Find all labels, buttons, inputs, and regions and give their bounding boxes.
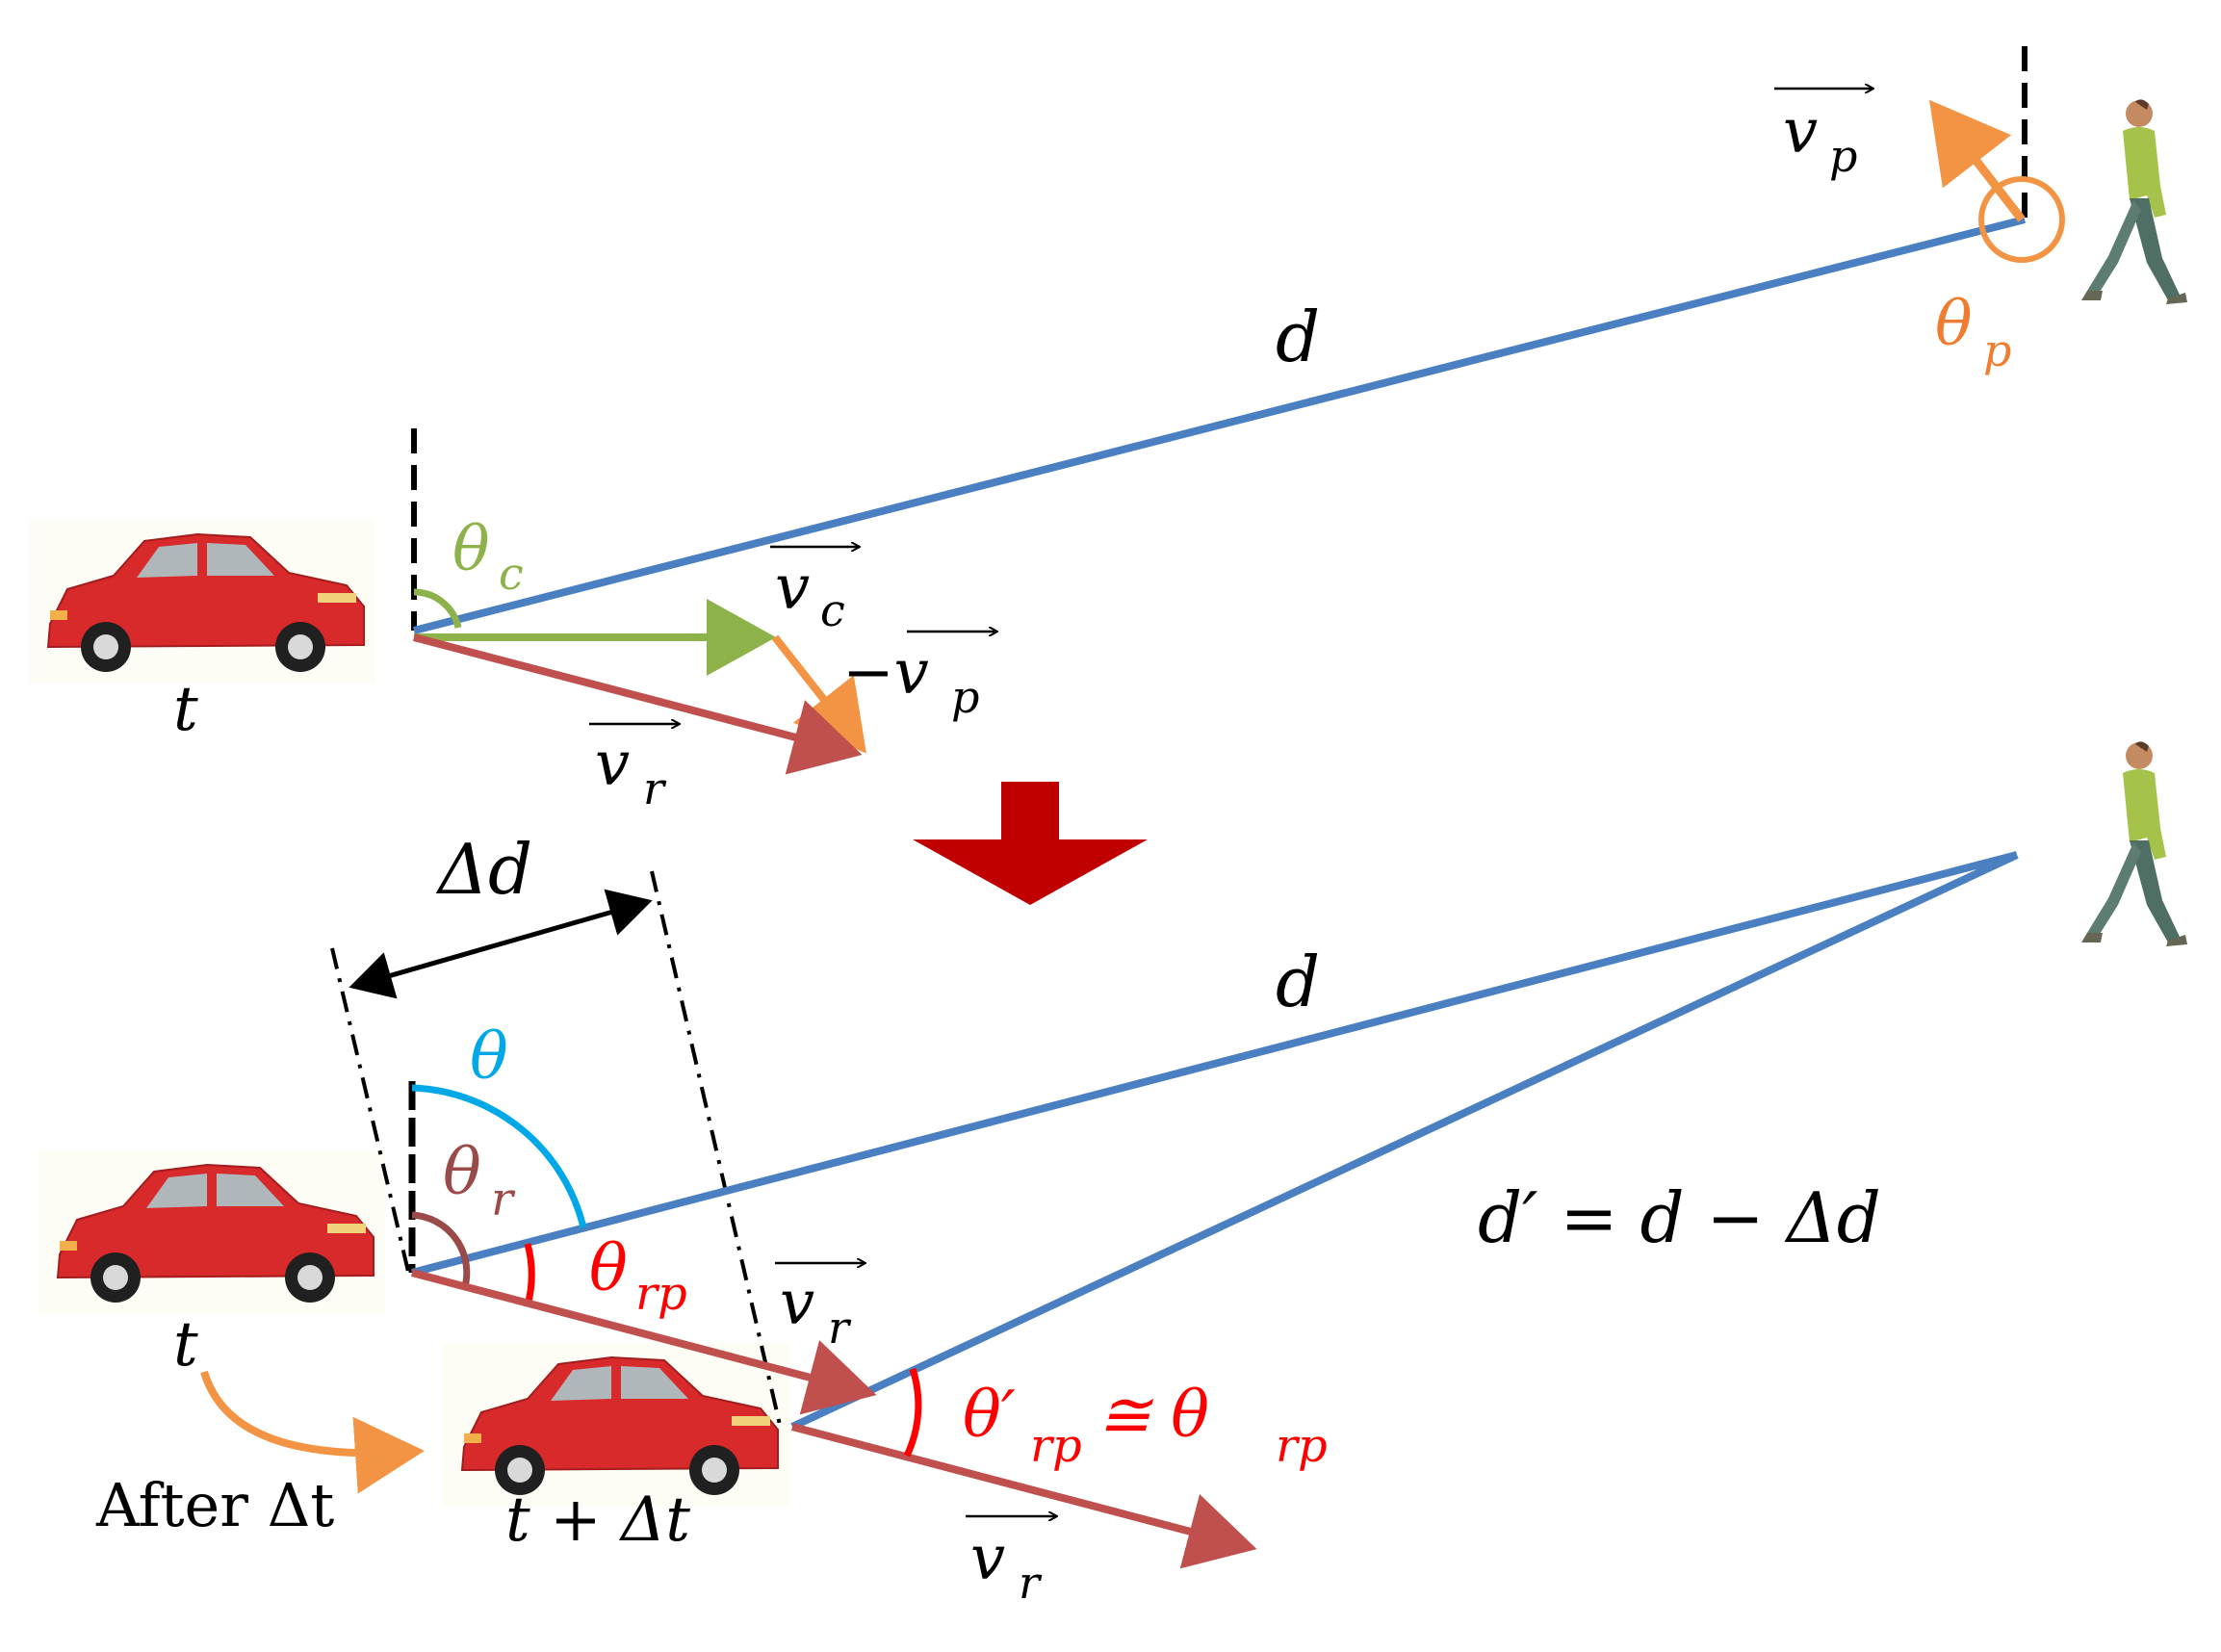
label-theta-rp-prime-approx: θ′ rp ≅ θ rp — [963, 1378, 1328, 1473]
distance-line-d-top — [413, 216, 2026, 634]
relative-velocity-arrow-top — [412, 633, 863, 775]
svg-text:rp: rp — [1030, 1419, 1082, 1473]
svg-text:≅ θ: ≅ θ — [1098, 1378, 1209, 1452]
delta-d-arrow — [349, 889, 653, 999]
label-vc: v c — [770, 547, 859, 636]
svg-text:r: r — [1019, 1557, 1043, 1609]
label-vr-bottom-1: v r — [775, 1263, 865, 1354]
theta-c-angle-arc — [413, 588, 462, 629]
label-theta-c: θ c — [452, 514, 524, 600]
car-top — [28, 519, 376, 684]
time-progress-arrow — [200, 1370, 425, 1494]
boundary-line-right — [650, 870, 782, 1426]
boundary-line-left — [330, 947, 411, 1277]
label-theta-r: θ r — [443, 1135, 516, 1226]
distance-line-d-prime — [790, 851, 2019, 1431]
label-vr-bottom-2: v r — [966, 1516, 1056, 1609]
theta-p-angle-circle — [1978, 176, 2065, 263]
theta-r-angle-arc — [411, 1211, 471, 1292]
svg-text:rp: rp — [635, 1267, 687, 1321]
svg-text:v: v — [970, 1523, 1005, 1594]
svg-text:θ: θ — [443, 1135, 481, 1209]
label-d-prime-equation: d′ = d − Δd — [1478, 1177, 1881, 1258]
pedestrian-top — [2081, 99, 2187, 304]
svg-text:θ: θ — [589, 1231, 628, 1305]
svg-text:v: v — [1783, 96, 1818, 168]
label-car-time-t-plus-dt: t + Δt — [505, 1484, 690, 1556]
label-d-bottom: d — [1276, 942, 1320, 1022]
svg-text:θ′: θ′ — [963, 1378, 1016, 1452]
svg-text:v: v — [775, 553, 810, 624]
theta-angle-arc — [411, 1084, 587, 1228]
svg-text:rp: rp — [1276, 1419, 1328, 1473]
theta-rp-prime-angle-arc — [903, 1367, 922, 1458]
svg-text:v: v — [780, 1268, 814, 1339]
label-d-top: d — [1276, 297, 1320, 377]
label-minus-vp: −v p — [842, 632, 996, 723]
svg-text:p: p — [1829, 130, 1857, 182]
svg-text:θ: θ — [452, 514, 490, 585]
label-theta-p: θ p — [1935, 289, 2011, 376]
label-vr-top: v r — [589, 724, 679, 814]
svg-text:c: c — [499, 548, 524, 600]
svg-text:r: r — [828, 1302, 852, 1354]
svg-text:v: v — [595, 729, 630, 800]
label-theta: θ — [470, 1020, 508, 1094]
svg-text:c: c — [820, 584, 845, 636]
distance-line-d-bottom — [410, 851, 2019, 1277]
svg-text:p: p — [1983, 324, 2011, 376]
transition-down-arrow — [913, 782, 1148, 905]
pedestrian-velocity-arrow — [1928, 99, 2026, 222]
svg-text:p: p — [951, 671, 979, 723]
svg-text:−v: −v — [842, 637, 929, 709]
label-car-time-t: t — [173, 1309, 198, 1381]
svg-text:r: r — [491, 1173, 516, 1226]
relative-velocity-arrow-t-plus-dt — [790, 1423, 1257, 1569]
label-vp-top: v p — [1774, 89, 1872, 182]
svg-text:θ: θ — [1935, 289, 1973, 360]
relative-velocity-arrow-t — [410, 1269, 877, 1415]
pedestrian-bottom — [2081, 741, 2187, 946]
svg-text:r: r — [643, 762, 667, 814]
label-car-time-top: t — [173, 674, 198, 745]
car-bottom-t-plus-dt — [442, 1342, 790, 1508]
label-theta-rp: θ rp — [589, 1231, 687, 1321]
car-bottom-t — [38, 1149, 386, 1315]
label-delta-d: Δd — [435, 829, 532, 910]
theta-rp-angle-arc — [524, 1243, 535, 1306]
label-after-dt: After Δt — [95, 1470, 334, 1540]
